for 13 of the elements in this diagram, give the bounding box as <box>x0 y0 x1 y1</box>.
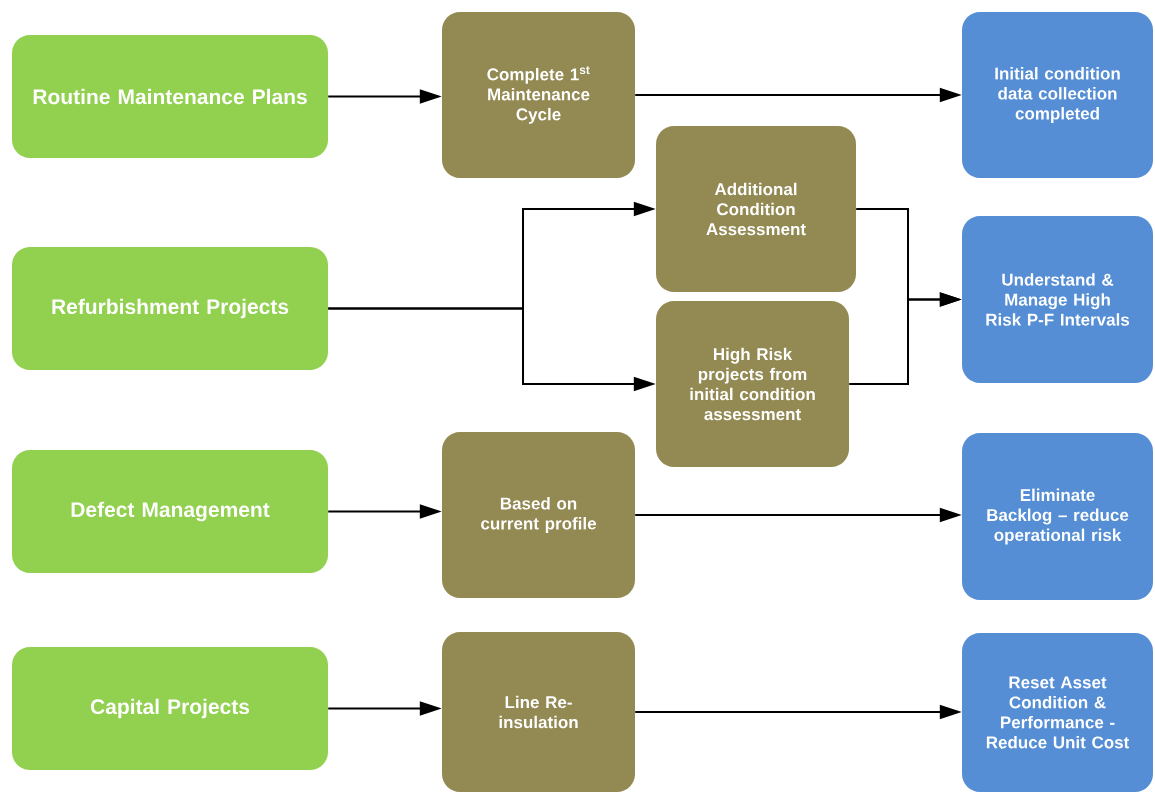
outcome-box: Eliminate Backlog – reduce operational risk <box>962 433 1153 600</box>
outcome-box: Understand & Manage High Risk P-F Intervals <box>962 216 1153 383</box>
process-box: Line Re-insulation <box>442 632 635 792</box>
process-box: High Risk projects from initial condition assessment <box>656 301 849 467</box>
outcome-box: Initial condition data collection completed <box>962 12 1153 178</box>
source-box: Defect Management <box>12 450 328 573</box>
process-box: Complete 1$^{st}$ Maintenance Cycle <box>442 12 635 178</box>
outcome-box: Reset Asset Condition & Performance - Reduce Unit Cost <box>962 633 1153 792</box>
source-box: Routine Maintenance Plans <box>12 35 328 158</box>
process-box: Based on current profile <box>442 432 635 598</box>
process-box: Additional Condition Assessment <box>656 126 856 292</box>
source-box: Capital Projects <box>12 647 328 770</box>
source-box: Refurbishment Projects <box>12 247 328 370</box>
